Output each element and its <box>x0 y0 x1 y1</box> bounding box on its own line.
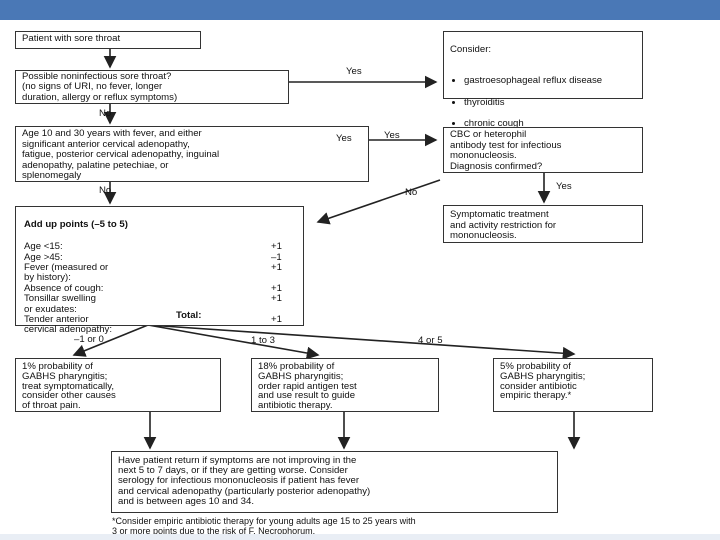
point-value: +1 <box>271 314 282 326</box>
consider-title: Consider: <box>450 43 492 55</box>
mid-probability-node: 18% probability of GABHS pharyngitis; or… <box>251 358 439 412</box>
consider-item: gastroesophageal reflux disease <box>464 76 636 87</box>
point-label: Tonsillar swelling or exudates: <box>24 293 96 315</box>
arrow-points-to-low <box>72 324 149 357</box>
cbc-node: CBC or heterophil antibody test for infe… <box>443 127 643 173</box>
point-label: Age >45: <box>24 251 63 263</box>
label-yes-noninfectious: Yes <box>346 66 362 77</box>
point-label: Fever (measured or by history): <box>24 262 109 284</box>
consider-node: Consider: gastroesophageal reflux diseas… <box>443 31 643 171</box>
label-no-criteria: No <box>99 185 112 196</box>
label-no-noninfectious: No <box>99 108 112 119</box>
point-value: –1 <box>271 251 282 263</box>
footnote: *Consider empiric antibiotic therapy for… <box>112 516 416 536</box>
point-value: +1 <box>271 262 282 274</box>
point-value: +1 <box>271 293 282 305</box>
point-value: +1 <box>271 282 282 294</box>
high-probability-node: 5% probability of GABHS pharyngitis; con… <box>493 358 653 412</box>
points-node: Add up points (–5 to 5) Age <15: +1 Age >… <box>15 206 304 335</box>
start-node: Patient with sore throat <box>15 31 201 49</box>
label-yes-cbc: Yes <box>556 181 572 192</box>
noninfectious-node: Possible noninfectious sore throat? (no … <box>15 70 289 104</box>
mono-criteria-node: Age 10 and 30 years with fever, and eith… <box>15 126 369 182</box>
low-probability-node: 1% probability of GABHS pharyngitis; tre… <box>15 358 221 412</box>
label-range-mid: 1 to 3 <box>251 335 276 346</box>
points-total: Total: <box>176 310 202 321</box>
arrow-points-to-high <box>147 324 576 360</box>
label-yes-criteria: Yes <box>384 130 400 141</box>
consider-item: thyroiditis <box>464 97 636 109</box>
arrow-points-to-mid <box>147 324 320 360</box>
return-node: Have patient return if symptoms are not … <box>111 451 558 513</box>
point-label: Age <15: <box>24 241 63 253</box>
point-label: Absence of cough: <box>24 282 104 294</box>
footer-bar <box>0 534 720 540</box>
point-label: Tender anterior cervical adenopathy: <box>24 314 112 336</box>
label-range-high: 4 or 5 <box>418 335 443 346</box>
points-title: Add up points (–5 to 5) <box>24 219 128 231</box>
arrow-cbc-to-points <box>316 179 441 225</box>
point-value: +1 <box>271 241 282 253</box>
consider-item: chronic cough <box>464 118 636 130</box>
label-no-cbc: No <box>405 187 418 198</box>
label-range-low: –1 or 0 <box>74 334 104 345</box>
symptomatic-node: Symptomatic treatment and activity restr… <box>443 205 643 243</box>
label-yes-criteria-inline: Yes <box>334 133 354 144</box>
header-bar <box>0 0 720 20</box>
